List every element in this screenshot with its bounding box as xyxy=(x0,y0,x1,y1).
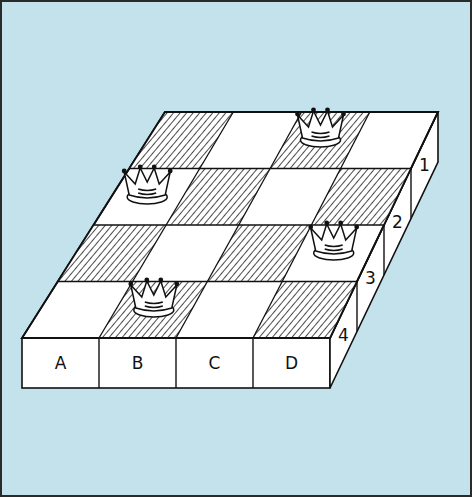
queen-piece xyxy=(128,278,179,317)
queen-piece xyxy=(295,108,346,147)
column-letter: D xyxy=(285,355,298,372)
row-number: 3 xyxy=(365,270,376,287)
row-number: 2 xyxy=(392,214,403,231)
column-letter: C xyxy=(209,355,221,372)
row-number: 1 xyxy=(419,157,430,174)
column-letter: B xyxy=(132,355,144,372)
front-panel xyxy=(22,338,330,388)
queen-piece xyxy=(308,221,359,260)
column-letter: A xyxy=(55,355,67,372)
board-grid xyxy=(58,112,411,338)
board-top xyxy=(22,112,438,338)
queen-piece xyxy=(122,165,173,204)
dark-squares xyxy=(58,112,411,338)
row-number: 4 xyxy=(338,327,349,344)
